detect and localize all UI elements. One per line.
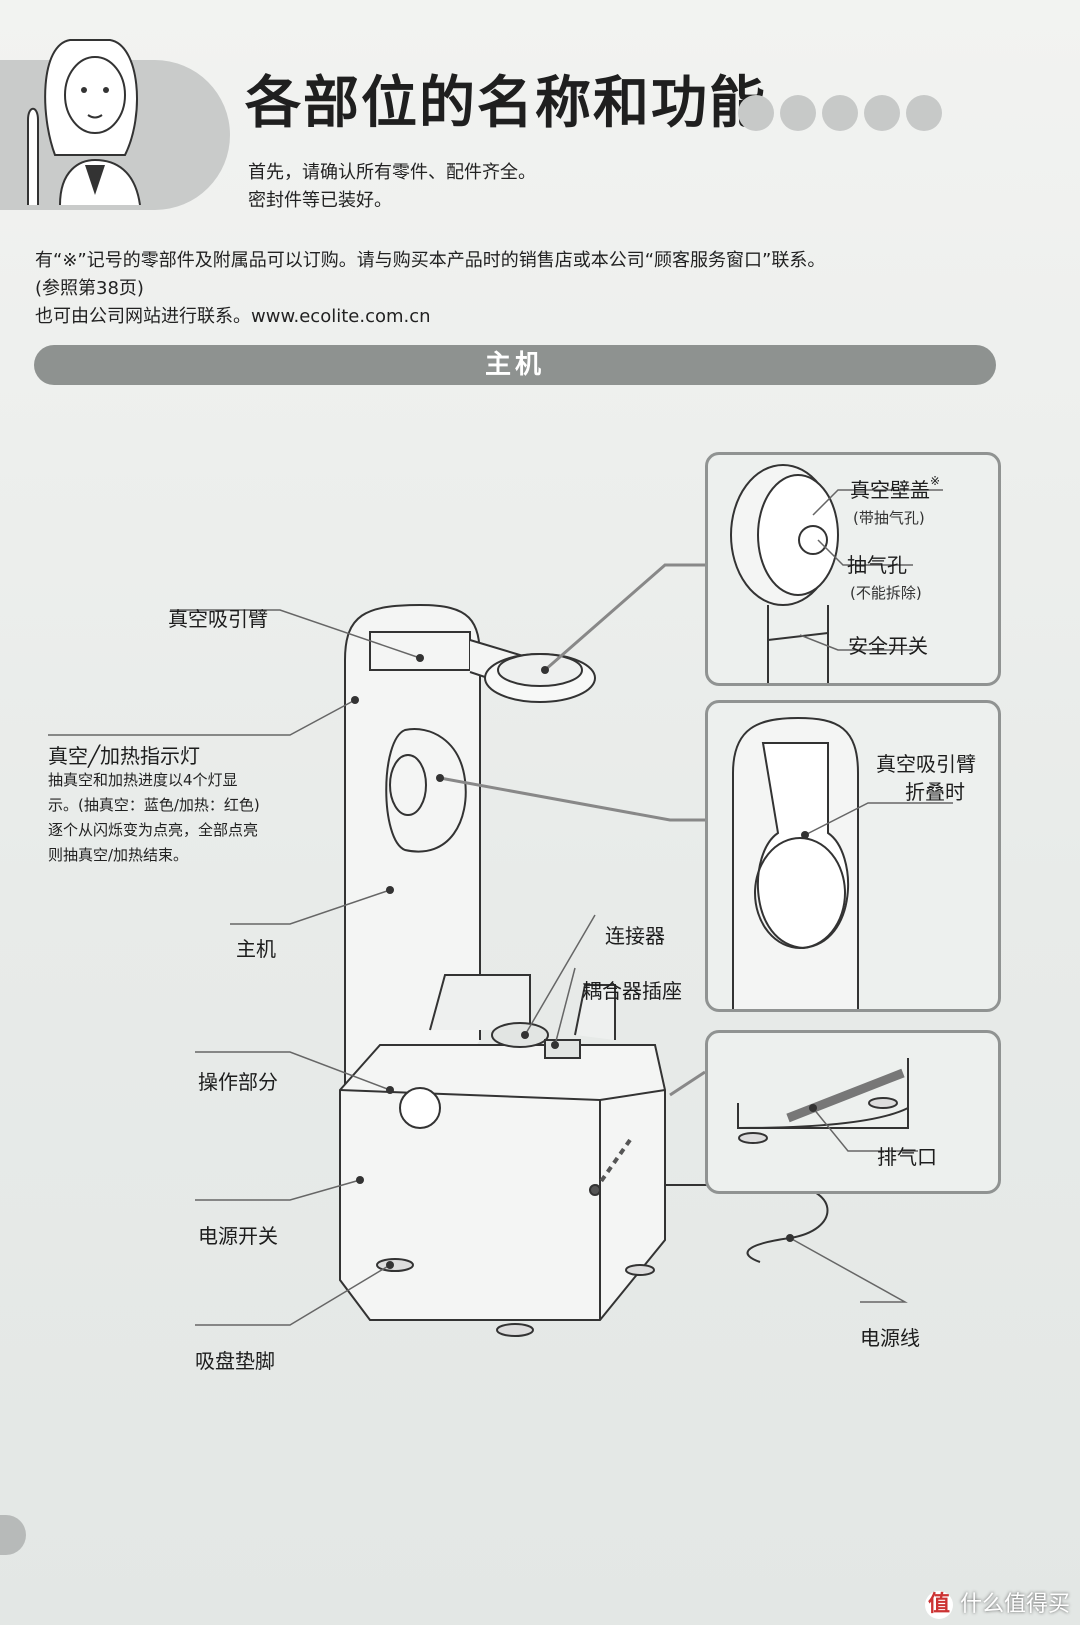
indicator-description: 抽真空和加热进度以4个灯显 示。(抽真空：蓝色/加热：红色) 逐个从闪烁变为点亮… xyxy=(48,768,260,868)
label-safety-switch: 安全开关 xyxy=(848,634,928,658)
indicator-desc-line: 则抽真空/加热结束。 xyxy=(48,846,189,864)
label-exhaust: 排气口 xyxy=(877,1145,937,1169)
section-title-bar: 主机 xyxy=(34,345,996,385)
indicator-desc-line: 逐个从闪烁变为点亮，全部点亮 xyxy=(48,821,259,839)
label-main-unit: 主机 xyxy=(236,937,276,961)
label-coupler-socket: 耦合器插座 xyxy=(582,979,682,1003)
page-edge-tab xyxy=(0,1515,26,1555)
label-vacuum-arm: 真空吸引臂 xyxy=(168,607,268,631)
product-diagram xyxy=(48,563,908,1337)
label-indicator: 真空╱加热指示灯 xyxy=(48,744,201,768)
callout-vacuum-cover xyxy=(705,452,1001,686)
logo-icon: 值 xyxy=(924,1591,953,1619)
label-folded-arm-2: 折叠时 xyxy=(905,780,965,804)
logo-text: 什么值得买 xyxy=(959,1592,1070,1617)
intro-line-2: 密封件等已装好。 xyxy=(248,190,392,211)
folded-arm-drawing xyxy=(732,716,953,1009)
woman-illustration xyxy=(27,39,141,205)
label-vacuum-cover: 真空壁盖※ xyxy=(850,474,941,502)
label-suction-hole-sub: (不能拆除) xyxy=(850,584,922,602)
watermark-logo: 值 什么值得买 xyxy=(924,1586,1070,1619)
label-suction-hole: 抽气孔 xyxy=(847,553,907,577)
notice-line-1: 有“※”记号的零部件及附属品可以订购。请与购买本产品时的销售店或本公司“顾客服务… xyxy=(35,250,826,271)
intro-line-1: 首先，请确认所有零件、配件齐全。 xyxy=(248,162,536,183)
callout-exhaust xyxy=(705,1030,1001,1194)
label-power-cord: 电源线 xyxy=(860,1326,920,1350)
notice-line-2: (参照第38页) xyxy=(35,278,144,299)
page-title: 各部位的名称和功能 xyxy=(245,71,767,136)
exhaust-drawing xyxy=(737,1058,918,1152)
label-vacuum-cover-sub: (带抽气孔) xyxy=(853,509,925,527)
title-dot xyxy=(822,95,858,131)
notice-line-3: 也可由公司网站进行联系。www.ecolite.com.cn xyxy=(35,306,431,327)
label-suction-feet: 吸盘垫脚 xyxy=(195,1349,275,1373)
indicator-desc-line: 示。(抽真空：蓝色/加热：红色) xyxy=(48,796,260,814)
label-connector: 连接器 xyxy=(605,924,665,948)
title-dot xyxy=(738,95,774,131)
title-dot xyxy=(906,95,942,131)
indicator-desc-line: 抽真空和加热进度以4个灯显 xyxy=(48,771,238,789)
title-dot xyxy=(864,95,900,131)
title-dot xyxy=(780,95,816,131)
label-folded-arm-1: 真空吸引臂 xyxy=(876,752,976,776)
vacuum-cover-drawing xyxy=(730,464,943,683)
label-control-panel: 操作部分 xyxy=(198,1070,278,1094)
callout-folded-arm xyxy=(705,700,1001,1012)
label-power-switch: 电源开关 xyxy=(198,1224,278,1248)
